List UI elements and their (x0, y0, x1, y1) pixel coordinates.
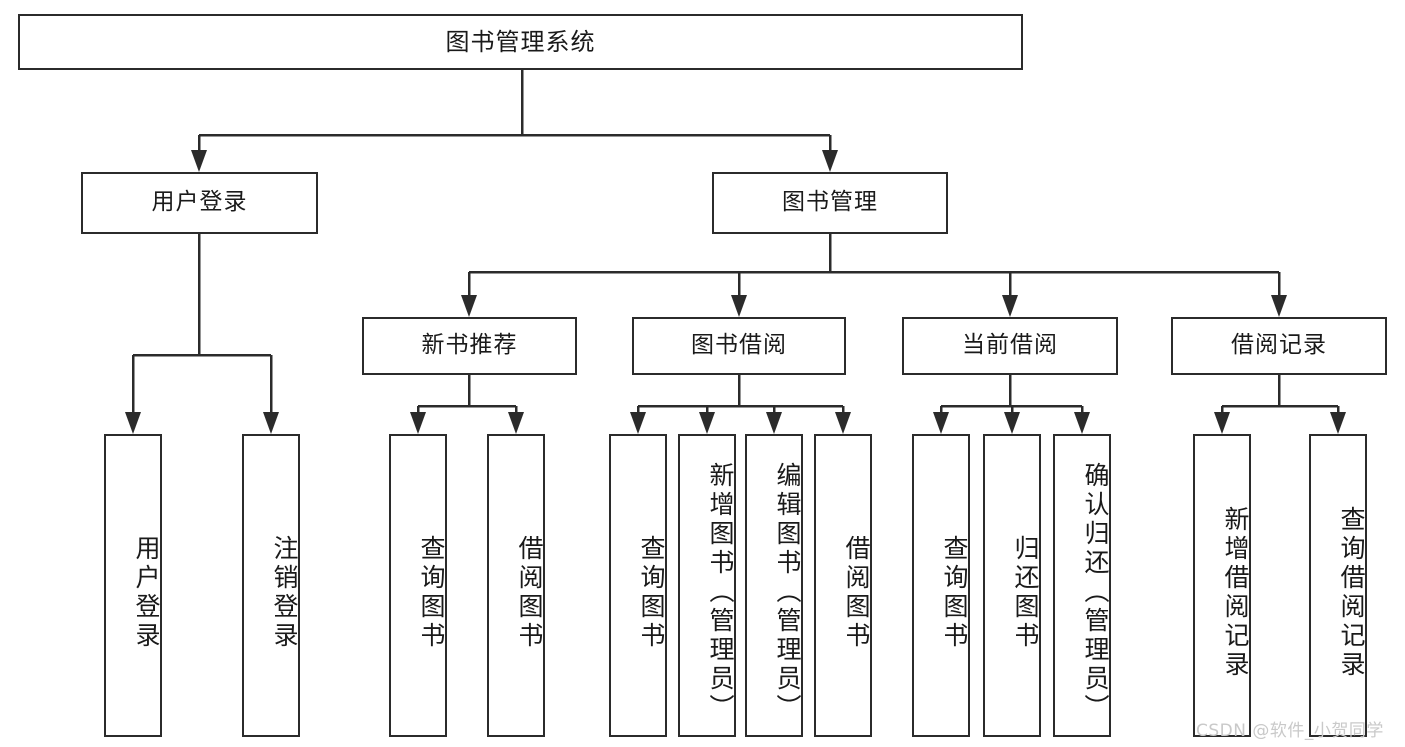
node-leaf-query-book-1-label: 查询图书 (417, 534, 446, 651)
node-leaf-borrow-book-1-label: 借阅图书 (515, 534, 544, 651)
node-leaf-borrow-book-2[interactable]: 借阅图书 (814, 434, 872, 737)
watermark-text: CSDN @软件_小贺同学 (1196, 721, 1384, 741)
node-leaf-query-record-label: 查询借阅记录 (1337, 505, 1366, 680)
node-leaf-query-record[interactable]: 查询借阅记录 (1309, 434, 1367, 737)
node-leaf-query-book-3-label: 查询图书 (940, 534, 969, 651)
node-leaf-edit-book-label: 编辑图书（管理员） (773, 462, 802, 723)
node-book-management[interactable]: 图书管理 (712, 172, 948, 234)
node-book-management-label: 图书管理 (782, 189, 878, 216)
node-leaf-borrow-book-1[interactable]: 借阅图书 (487, 434, 545, 737)
node-current-borrow[interactable]: 当前借阅 (902, 317, 1118, 375)
node-leaf-confirm-return[interactable]: 确认归还（管理员） (1053, 434, 1111, 737)
node-leaf-add-book-label: 新增图书（管理员） (706, 462, 735, 723)
node-root-label: 图书管理系统 (445, 27, 596, 56)
node-book-borrow[interactable]: 图书借阅 (632, 317, 846, 375)
node-leaf-user-login[interactable]: 用户登录 (104, 434, 162, 737)
node-leaf-edit-book[interactable]: 编辑图书（管理员） (745, 434, 803, 737)
node-new-book-recommend-label: 新书推荐 (421, 332, 518, 359)
node-book-borrow-label: 图书借阅 (691, 332, 787, 359)
node-leaf-add-record[interactable]: 新增借阅记录 (1193, 434, 1251, 737)
node-leaf-query-book-2-label: 查询图书 (637, 534, 666, 651)
node-leaf-logout-label: 注销登录 (270, 534, 299, 651)
node-leaf-add-record-label: 新增借阅记录 (1221, 505, 1250, 680)
node-root[interactable]: 图书管理系统 (18, 14, 1023, 70)
node-leaf-user-login-label: 用户登录 (132, 534, 161, 651)
node-leaf-query-book-1[interactable]: 查询图书 (389, 434, 447, 737)
node-current-borrow-label: 当前借阅 (962, 332, 1058, 359)
node-new-book-recommend[interactable]: 新书推荐 (362, 317, 577, 375)
node-leaf-query-book-3[interactable]: 查询图书 (912, 434, 970, 737)
node-leaf-add-book[interactable]: 新增图书（管理员） (678, 434, 736, 737)
node-leaf-query-book-2[interactable]: 查询图书 (609, 434, 667, 737)
node-borrow-record[interactable]: 借阅记录 (1171, 317, 1387, 375)
node-leaf-borrow-book-2-label: 借阅图书 (842, 534, 871, 651)
node-user-login-label: 用户登录 (151, 189, 248, 216)
node-borrow-record-label: 借阅记录 (1231, 332, 1327, 359)
node-leaf-return-book-label: 归还图书 (1011, 534, 1040, 651)
node-leaf-logout[interactable]: 注销登录 (242, 434, 300, 737)
node-user-login[interactable]: 用户登录 (81, 172, 318, 234)
node-leaf-return-book[interactable]: 归还图书 (983, 434, 1041, 737)
node-leaf-confirm-return-label: 确认归还（管理员） (1081, 462, 1110, 723)
